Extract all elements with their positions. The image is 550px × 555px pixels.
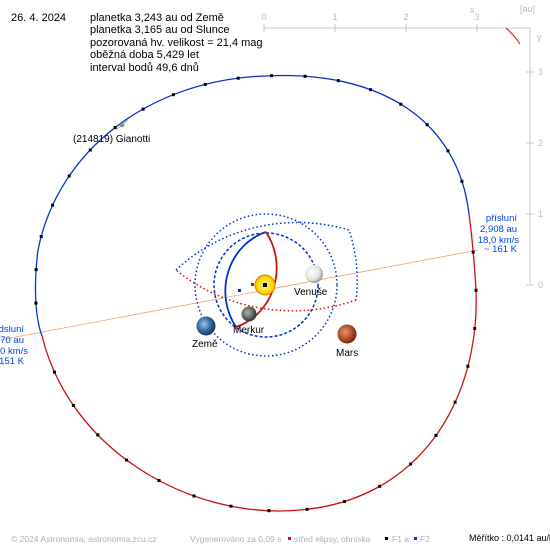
y-tick-label: 1 (538, 209, 543, 219)
orbit-point (34, 301, 38, 305)
label-mars: Mars (336, 348, 358, 359)
label-venus: Venuše (294, 287, 328, 298)
orbit-point (305, 507, 309, 511)
orbit-points (34, 74, 478, 513)
earth-icon (196, 316, 216, 336)
aphelion-label: odsluní (0, 324, 24, 335)
orbit-point (51, 203, 55, 207)
asteroid-tick (115, 119, 129, 131)
mars-icon (337, 324, 357, 344)
orbit-point (53, 370, 56, 374)
perihelion-label: přísluní (486, 213, 518, 224)
info-period: oběžná doba 5,429 let (90, 49, 199, 62)
orbit-point (71, 403, 75, 407)
orbit-point (203, 82, 207, 86)
perihelion-speed: 18,0 km/s (478, 235, 519, 246)
orbit-point (409, 462, 413, 466)
orbit-point (34, 268, 38, 272)
footer-generated: Vygenerováno za 0,09 s (190, 534, 282, 544)
orbit-point (39, 235, 43, 239)
label-mercury: Merkur (233, 325, 265, 336)
footer-center-legend: střed elipsy, ohniska (294, 534, 371, 544)
y-tick-label: 3 (538, 67, 543, 77)
aphelion-distance: 3,670 au (0, 335, 24, 346)
venus-orbit (213, 232, 319, 338)
legend-f2-marker (414, 537, 417, 540)
x-tick-label: 1 (332, 12, 337, 22)
mars-orbit-below (175, 269, 357, 312)
orbit-point (157, 479, 161, 482)
earth-orbit (194, 213, 338, 357)
orbit-point (113, 126, 117, 129)
mercury-icon (241, 306, 257, 322)
x-tick-label: 2 (403, 12, 408, 22)
asteroid-orbit-above (34, 74, 470, 337)
orbit-point (236, 76, 240, 80)
legend-f1-marker (385, 537, 388, 540)
orbit-point (192, 494, 196, 498)
corner-orbit-fragment (505, 27, 521, 45)
x-axis-label: x (470, 5, 475, 15)
focus-f1-marker (263, 283, 267, 287)
orbit-point (434, 433, 438, 437)
orbit-point (343, 500, 346, 503)
orbit-point (88, 148, 92, 152)
orbit-point (171, 93, 175, 97)
apsis-line (0, 249, 479, 341)
aphelion-temp: ~ 151 K (0, 356, 25, 367)
orbit-point (474, 288, 478, 292)
footer-f2: F2 (420, 534, 430, 544)
aphelion-speed: 16,0 km/s (0, 346, 28, 357)
orbit-point (453, 400, 457, 404)
orbit-point (460, 179, 464, 183)
perihelion-distance: 2,908 au (480, 224, 517, 235)
orbit-point (425, 123, 429, 127)
footer-f1: F1 a (392, 534, 410, 544)
asteroid-orbit-below (41, 213, 477, 512)
ellipse-center-marker (251, 283, 254, 286)
orbit-point (267, 509, 271, 513)
x-tick-label: 3 (474, 12, 479, 22)
perihelion-temp: ~ 161 K (484, 244, 518, 255)
orbit-point (446, 149, 450, 153)
footer-copyright: © 2024 Astronomia, astronomia.zcu.cz (11, 534, 157, 544)
label-earth: Země (192, 339, 218, 350)
orbit-point (141, 107, 145, 111)
orbit-point (378, 484, 382, 488)
orbit-point (399, 102, 403, 106)
y-tick-label: 2 (538, 138, 543, 148)
info-panel: planetka 3,243 au od Země planetka 3,165… (90, 12, 263, 74)
scale-label: Měřítko : 0,0141 au/bod (469, 533, 550, 543)
info-magnitude: pozorovaná hv. velikost = 21,4 mag (90, 36, 263, 49)
orbit-point (270, 74, 274, 78)
axis-unit: [au] (520, 4, 535, 14)
venus-icon (305, 265, 323, 283)
orbit-point (303, 74, 307, 78)
y-tick-label: 0 (538, 280, 543, 290)
date-label: 26. 4. 2024 (11, 12, 67, 24)
orbit-point (96, 433, 100, 437)
orbit-point (229, 504, 233, 508)
orbit-point (473, 327, 477, 330)
y-axis-label: y (537, 32, 542, 42)
legend-center-marker (288, 537, 291, 540)
mercury-orbit-above (224, 231, 267, 328)
info-interval: interval bodů 49,6 dnů (90, 61, 199, 74)
info-sun-distance: planetka 3,165 au od Slunce (90, 24, 230, 37)
orbit-point (67, 174, 71, 178)
orbit-point (125, 458, 129, 462)
orbit-point (466, 364, 470, 368)
orbit-point (336, 79, 340, 83)
focus-f2-marker (238, 289, 241, 292)
info-earth-distance: planetka 3,243 au od Země (90, 12, 224, 24)
axis-ticks: 0 1 2 3 3 2 1 0 (261, 12, 543, 290)
orbit-point (471, 250, 475, 254)
orbit-point (369, 88, 373, 92)
x-tick-label: 0 (261, 12, 266, 22)
label-asteroid: (214819) Gianotti (73, 134, 150, 145)
